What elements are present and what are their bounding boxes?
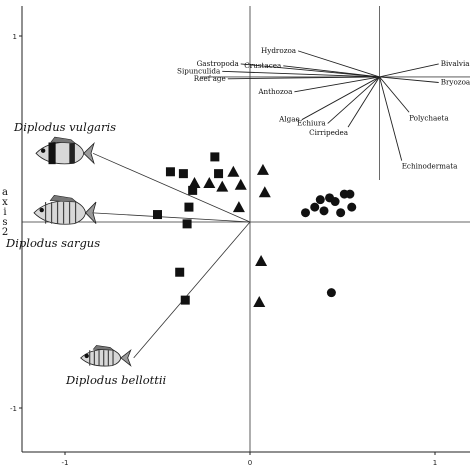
square-point — [178, 169, 188, 179]
vector-line — [379, 76, 410, 113]
y-tick-label: 1 — [13, 33, 17, 41]
square-point — [184, 202, 194, 212]
vector-label: Reef age — [194, 74, 226, 83]
triangle-point — [232, 201, 245, 213]
fish-eye — [39, 207, 44, 213]
x-tick-label: 1 — [433, 459, 437, 467]
triangle-point — [234, 178, 247, 190]
fish-eye — [40, 148, 46, 153]
square-point — [188, 185, 198, 195]
fish-dorsal-fin — [49, 195, 78, 203]
circle-point — [301, 208, 310, 218]
fish-icon — [35, 136, 95, 165]
fish-tail — [120, 349, 132, 367]
vector-line — [294, 76, 380, 93]
triangle-point — [253, 295, 266, 307]
triangle-point — [227, 165, 240, 177]
circle-point — [319, 206, 329, 216]
fish-body — [33, 200, 86, 225]
vector-label: Polychaeta — [409, 113, 449, 122]
fish-eye — [84, 353, 89, 359]
species-line — [133, 221, 251, 359]
vector-line — [347, 76, 380, 128]
species-label: Diplodus bellottii — [65, 373, 167, 387]
circle-point — [336, 208, 346, 218]
fish-band — [69, 143, 75, 164]
vector-line — [379, 63, 439, 78]
vector-label: Echinodermata — [402, 162, 458, 171]
y-label-letter: s — [2, 217, 7, 228]
vector-label: Bivalvia — [441, 59, 471, 68]
vector-line — [240, 63, 380, 78]
circle-point — [315, 195, 325, 205]
square-point — [210, 152, 220, 162]
circle-point — [330, 197, 340, 207]
vector-label: Crustacea — [244, 61, 282, 70]
vector-line — [379, 76, 403, 161]
fish-illustrations — [33, 136, 132, 367]
tick-labels: -1 0 1 1 -1 — [10, 33, 437, 467]
species-lines — [92, 152, 251, 359]
triangle-point — [256, 163, 269, 175]
vector-label: Algae — [278, 115, 300, 124]
square-point — [180, 295, 190, 305]
square-point — [175, 267, 185, 277]
sample-points — [153, 152, 357, 307]
vector-label: Anthozoa — [257, 87, 293, 96]
vector-line — [379, 76, 439, 83]
vector-line — [301, 76, 380, 121]
triangle-point — [216, 180, 229, 192]
vector-line — [283, 65, 380, 78]
square-point — [153, 210, 162, 220]
y-label-letter: a — [2, 187, 8, 198]
fish-dorsal-fin — [50, 136, 77, 144]
y-label-letter: i — [3, 207, 6, 218]
vector-label: Bryozoa — [441, 78, 471, 87]
vector-line — [227, 76, 380, 80]
y-label-letter: 2 — [2, 227, 8, 238]
fish-dorsal-fin — [92, 345, 115, 351]
vector-line — [222, 70, 380, 78]
square-point — [182, 219, 192, 229]
circle-point — [326, 288, 336, 298]
y-tick-label: -1 — [10, 405, 17, 413]
triangle-point — [203, 176, 216, 188]
circle-point — [310, 202, 320, 212]
fish-icon — [33, 195, 97, 225]
fish-band — [48, 142, 56, 165]
triangle-point — [258, 186, 271, 198]
circle-point — [347, 202, 357, 212]
fish-tail — [84, 201, 97, 224]
y-label-letter: x — [2, 197, 8, 208]
fish-body — [35, 141, 85, 165]
species-label: Diplodus sargus — [5, 236, 100, 250]
square-point — [165, 167, 175, 177]
species-line — [92, 152, 251, 223]
x-tick-label: -1 — [62, 459, 69, 467]
vector-label: Gastropoda — [197, 59, 240, 68]
vector-label: Cirripedea — [309, 128, 349, 137]
fish-tail — [83, 141, 95, 165]
axes — [21, 6, 470, 453]
vector-label: Echiura — [297, 118, 326, 127]
triangle-point — [255, 255, 268, 267]
vector-label: Hydrozoa — [261, 46, 297, 55]
square-point — [214, 169, 224, 179]
species-line — [92, 212, 251, 223]
vector-line — [297, 50, 380, 78]
x-tick-label: 0 — [248, 459, 252, 467]
triangle-point — [188, 176, 201, 188]
vector-label: Sipunculida — [177, 66, 221, 75]
species-label: Diplodus vulgaris — [13, 120, 116, 134]
fish-icon — [80, 345, 132, 367]
vector-line — [327, 76, 380, 124]
circle-point — [345, 189, 355, 199]
